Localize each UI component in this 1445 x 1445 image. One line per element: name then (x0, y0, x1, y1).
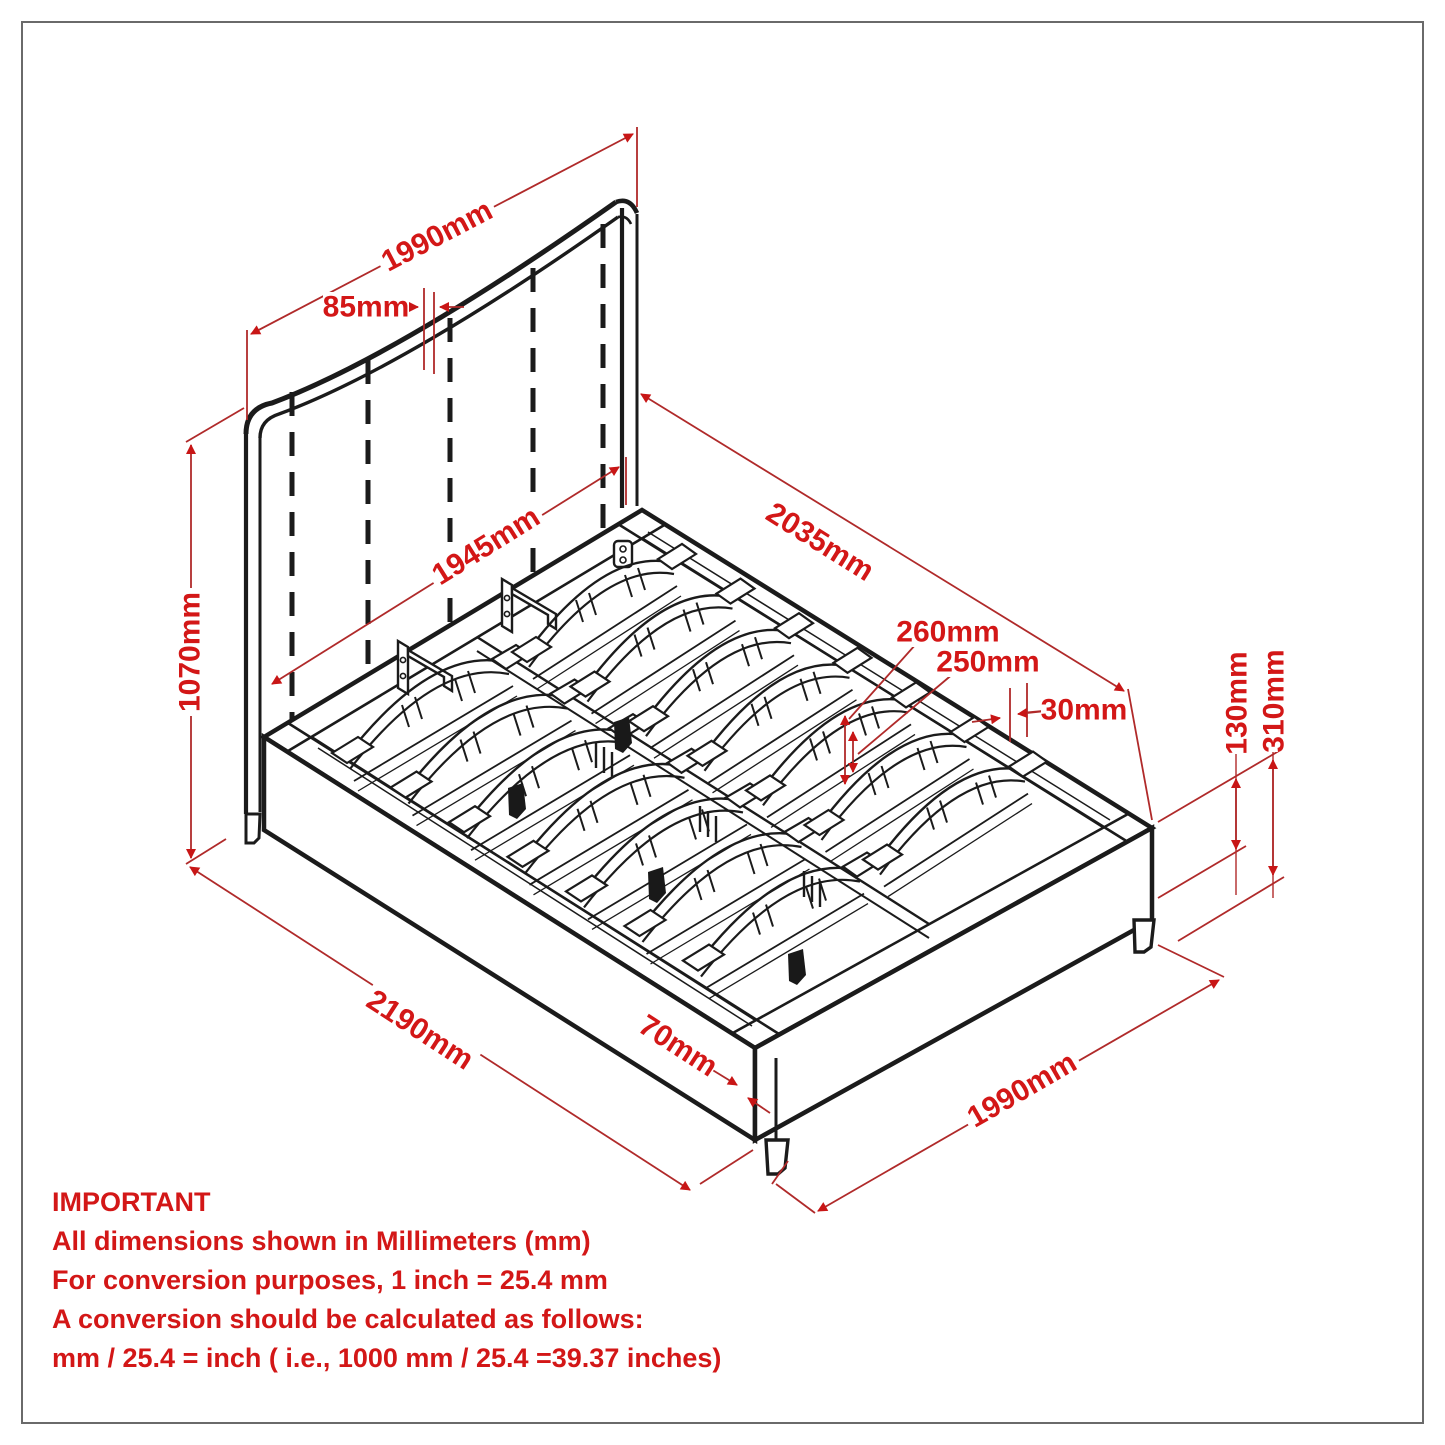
foot-leg (764, 1138, 790, 1176)
notes-line: A conversion should be calculated as fol… (52, 1304, 644, 1334)
label-bg (757, 494, 883, 590)
svg-text:2190mm: 2190mm (361, 983, 480, 1076)
svg-text:30mm: 30mm (1041, 694, 1128, 727)
label-bg (633, 1010, 723, 1082)
svg-text:85mm: 85mm (323, 291, 410, 324)
label-bg (1259, 650, 1289, 752)
label-bg (897, 617, 999, 647)
svg-text:1990mm: 1990mm (376, 194, 498, 279)
dim-side-length: 2190mm (357, 981, 483, 1079)
svg-text:250mm: 250mm (936, 646, 1039, 679)
svg-text:260mm: 260mm (896, 616, 999, 649)
svg-text:1070mm: 1070mm (174, 592, 207, 712)
dim-rail-edge-width: 30mm (1041, 694, 1128, 727)
notes-line: For conversion purposes, 1 inch = 25.4 m… (52, 1265, 608, 1295)
dim-frame-rail-height: 130mm (1221, 651, 1254, 754)
dim-channel-width: 85mm (323, 291, 410, 324)
label-bg (323, 292, 409, 322)
hinge-clip (612, 539, 634, 569)
center-rail (476, 635, 930, 926)
svg-text:1990mm: 1990mm (962, 1046, 1083, 1135)
headboard-leg (244, 812, 262, 845)
svg-text:2035mm: 2035mm (760, 496, 879, 588)
label-bg (1041, 695, 1127, 725)
dim-overall-length: 2035mm (757, 494, 883, 590)
dim-platform-height: 310mm (1258, 649, 1291, 752)
label-bg (937, 647, 1039, 677)
svg-text:310mm: 310mm (1258, 649, 1291, 752)
dim-slat-spacing-b: 250mm (936, 646, 1039, 679)
label-bg (357, 981, 483, 1079)
dim-headboard-height: 1070mm (174, 588, 207, 716)
notes-line: mm / 25.4 = inch ( i.e., 1000 mm / 25.4 … (52, 1343, 722, 1373)
svg-text:130mm: 130mm (1221, 651, 1254, 754)
foot-leg (1132, 918, 1156, 954)
notes-heading: IMPORTANT (52, 1187, 211, 1217)
dim-headboard-width: 1990mm (372, 192, 502, 280)
dim-slat-spacing-a: 260mm (896, 616, 999, 649)
label-bg (174, 588, 206, 716)
label-bg (423, 498, 549, 594)
label-bg (372, 192, 502, 280)
page-border (21, 21, 1424, 1424)
label-bg (958, 1044, 1086, 1136)
important-notes: IMPORTANT All dimensions shown in Millim… (52, 1183, 721, 1378)
label-bg (1222, 652, 1252, 754)
dim-footboard-width: 1990mm (958, 1044, 1086, 1136)
notes-line: All dimensions shown in Millimeters (mm) (52, 1226, 591, 1256)
